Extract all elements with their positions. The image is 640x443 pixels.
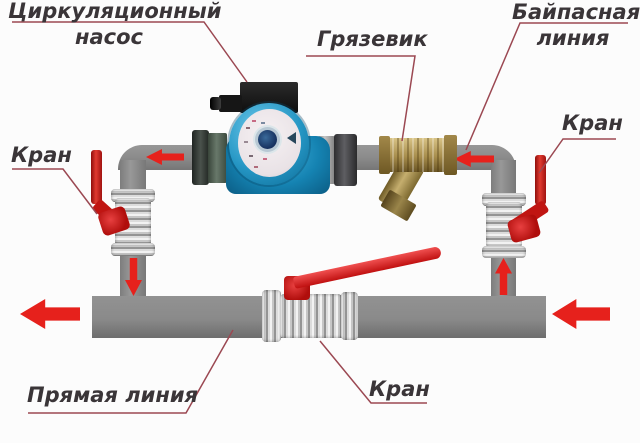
pump-union-sleeve-left xyxy=(208,133,227,183)
label-valve-bottom: Кран xyxy=(369,377,430,401)
label-bypass-line1: Байпасная xyxy=(512,0,640,24)
pump-union-nut-right xyxy=(334,134,357,186)
leader-valve-left xyxy=(12,168,98,215)
valve-bottom-nut-right xyxy=(341,292,358,340)
label-circulation-pump-line2: насос xyxy=(74,25,143,49)
leader-dirt-trap xyxy=(306,55,416,142)
label-circulation-pump-line1: Циркуляционный xyxy=(8,0,222,23)
pump-cable-gland xyxy=(219,95,242,112)
valve-left-collar-bottom xyxy=(111,243,155,256)
valve-bottom-body xyxy=(280,294,342,338)
label-valve-left: Кран xyxy=(11,143,72,167)
pump-nameplate-markings xyxy=(252,120,256,122)
valve-right-collar-bottom xyxy=(482,246,526,258)
flow-arrow-outlet-left-icon xyxy=(20,299,80,329)
valve-bottom-handle-lever xyxy=(292,245,442,289)
strainer-collar-right xyxy=(444,135,457,175)
pump-union-nut-left xyxy=(192,130,209,185)
valve-bottom-nut-left xyxy=(262,290,281,342)
label-bypass-line2: линия xyxy=(536,26,610,50)
pump-hub-cap xyxy=(258,130,277,149)
label-direct-line: Прямая линия xyxy=(27,383,199,407)
label-valve-right: Кран xyxy=(562,111,623,135)
strainer-body xyxy=(382,138,456,172)
pump-rotation-mark-icon xyxy=(287,132,296,144)
strainer-drain-cap xyxy=(380,189,417,222)
strainer-collar-left xyxy=(379,136,390,174)
flow-arrow-inlet-right-icon xyxy=(552,299,610,329)
leader-valve-right xyxy=(538,138,616,174)
label-dirt-trap: Грязевик xyxy=(317,27,428,51)
pump-gland-knob xyxy=(210,97,221,110)
valve-left-handle xyxy=(91,150,102,204)
valve-right-handle xyxy=(535,155,546,205)
